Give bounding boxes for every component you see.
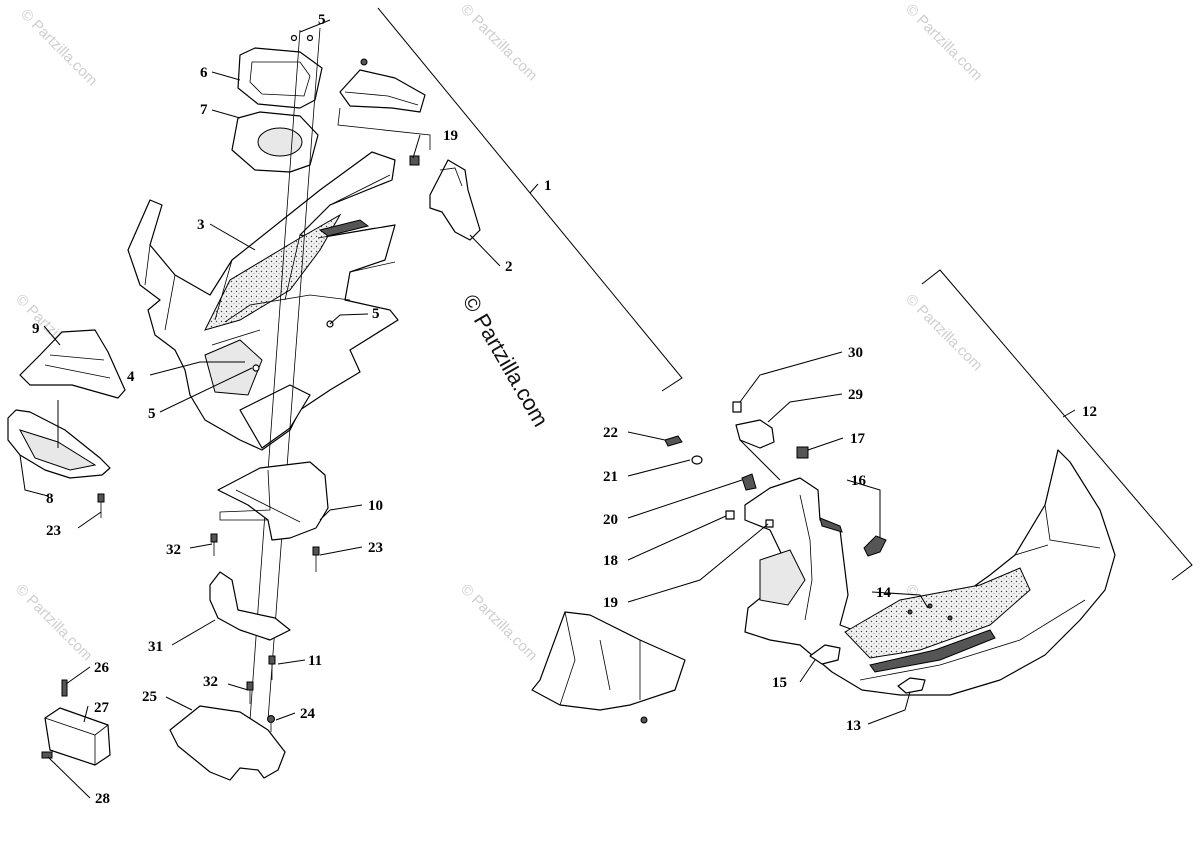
washer-part-21 [691,455,703,465]
clip-part-19-top [409,155,420,166]
leader-lines [19,19,929,799]
callout-15: 15 [772,675,787,691]
callout-19-right: 19 [603,595,618,611]
bracket-part-31 [209,571,291,641]
callout-5-top: 5 [318,12,326,28]
callout-27: 27 [94,700,110,716]
callout-7: 7 [200,102,208,118]
callout-10: 10 [368,498,383,514]
screw-part-26 [61,679,68,697]
callout-labels: 5 6 7 19 1 3 2 5 9 4 5 8 10 23 32 23 31 … [32,12,1097,807]
leader-12 [1062,409,1076,418]
bracket-assembly-1 [377,7,683,392]
clip-part-30 [732,401,742,413]
watermark-tile: © Partzilla.com [457,1,540,84]
watermark-tile: © Partzilla.com [902,291,985,374]
watermark-tile: © Partzilla.com [457,581,540,664]
callout-31: 31 [148,639,163,655]
callout-23-left: 23 [46,523,61,539]
callout-19-top: 19 [443,128,458,144]
leader-1 [529,183,539,194]
callout-3: 3 [197,217,205,233]
screw-part-11 [268,655,276,665]
bolt-line-b [267,27,321,721]
pad-part-2 [429,159,481,241]
upper-bracket [339,69,426,113]
pad-part-13 [897,677,926,694]
plate-7-opening [257,127,303,157]
screw-part-32-upper [210,533,218,543]
callout-9: 9 [32,321,40,337]
clip-part-28 [41,751,53,759]
screw-part-24 [267,715,275,723]
clip-part-18 [725,510,735,520]
callout-24: 24 [300,706,316,722]
callout-23-right: 23 [368,540,383,556]
watermark-tile: © Partzilla.com [902,1,985,84]
watermark-tile: © Partzilla.com [12,581,95,664]
callout-29: 29 [848,387,863,403]
callout-5-low: 5 [148,406,156,422]
callout-6: 6 [200,65,208,81]
watermark-tile: © Partzilla.com [17,6,100,89]
callout-2: 2 [505,259,513,275]
callout-26: 26 [94,660,110,676]
bolt-line-a [249,29,301,721]
nose-pan-part-12 [744,449,1116,696]
rivet-part-14 [907,609,913,615]
callout-5-mid: 5 [372,306,380,322]
nose-pan-part-3 [127,151,399,451]
grommet-part-16 [863,535,887,557]
callout-4: 4 [127,369,135,385]
clip-part-19-right [765,519,774,528]
callout-1: 1 [544,178,552,194]
callout-32-upper: 32 [166,542,181,558]
callout-16: 16 [851,473,867,489]
callout-28: 28 [95,791,110,807]
center-watermark: © Partzilla.com [458,290,554,431]
plate-part-10 [217,461,329,541]
callout-17: 17 [850,431,866,447]
callout-25: 25 [142,689,157,705]
callout-18: 18 [603,553,618,569]
screw-part-23-left [97,493,105,503]
callout-32-lower: 32 [203,674,218,690]
reference-bracket [531,611,686,724]
module-part-27 [44,707,111,766]
callout-8: 8 [46,491,54,507]
callout-12: 12 [1082,404,1097,420]
callout-21: 21 [603,469,618,485]
bracket-assembly-12 [921,269,1193,581]
pad-part-15 [809,644,841,665]
bracket-part-29 [735,419,775,449]
shield-part-9 [19,329,126,399]
callout-14: 14 [876,585,892,601]
nut-part-17 [796,446,809,459]
callout-20: 20 [603,512,618,528]
spacer-part-20 [741,473,757,491]
screw-part-32-lower [246,681,254,691]
callout-30: 30 [848,345,863,361]
callout-13: 13 [846,718,861,734]
bolt-part-22 [664,435,683,447]
panel-part-25 [169,705,286,781]
callout-11: 11 [308,653,322,669]
screw-right-bracket [819,517,843,533]
screw-part-23-right [312,546,320,556]
callout-22: 22 [603,425,618,441]
